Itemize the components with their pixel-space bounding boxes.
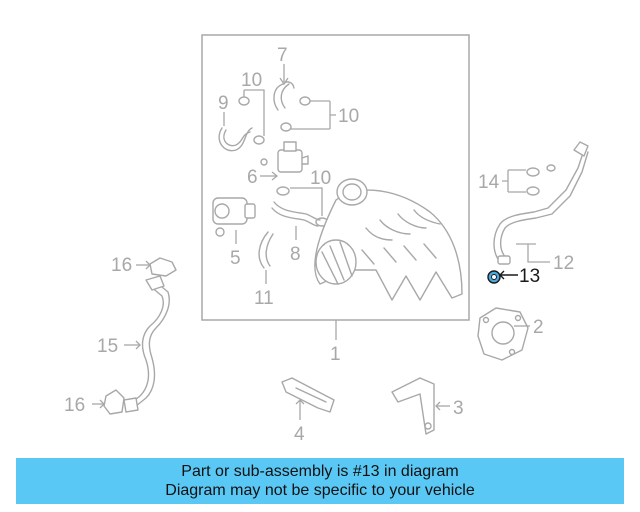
- part-10-clamps[interactable]: [238, 96, 311, 145]
- part-4-bracket[interactable]: [281, 377, 335, 413]
- callout-11: 11: [254, 288, 274, 309]
- turbocharger-manifold[interactable]: [314, 178, 463, 301]
- part-9-hose[interactable]: [218, 127, 253, 152]
- callout-16-top: 16: [111, 255, 132, 276]
- callout-12: 12: [553, 253, 574, 274]
- part-14-washers[interactable]: [526, 164, 556, 196]
- banner-line-2: Diagram may not be specific to your vehi…: [165, 482, 475, 499]
- callout-2: 2: [533, 317, 544, 338]
- part-11-hose[interactable]: [258, 231, 274, 269]
- part-6-valve[interactable]: [260, 141, 309, 173]
- part-3-bracket[interactable]: [391, 377, 435, 435]
- callout-3: 3: [453, 398, 464, 419]
- banner-line-1: Part or sub-assembly is #13 in diagram: [181, 463, 459, 480]
- callout-1: 1: [330, 344, 341, 365]
- callout-9: 9: [218, 93, 229, 114]
- part-16-gasket-bottom[interactable]: [103, 389, 125, 415]
- part-15-pipe[interactable]: [123, 275, 170, 413]
- part-16-gasket-top[interactable]: [149, 257, 177, 277]
- callout-8: 8: [290, 244, 301, 265]
- parts-diagram: 1 2 3 4 5 6 7 8 9 10 10 10 11 12 13 14 1…: [64, 34, 589, 445]
- callout-10-top: 10: [241, 70, 262, 91]
- callout-5: 5: [230, 248, 241, 269]
- part-5-actuator[interactable]: [212, 197, 256, 237]
- callout-13: 13: [519, 266, 540, 287]
- callout-10-right: 10: [338, 106, 359, 127]
- part-8-hose[interactable]: [271, 201, 321, 227]
- callout-7: 7: [277, 45, 288, 66]
- callout-6: 6: [247, 167, 258, 188]
- callout-10-mid: 10: [310, 168, 331, 189]
- part-7-hose[interactable]: [273, 81, 295, 111]
- part-2-gasket[interactable]: [477, 307, 529, 361]
- callout-4: 4: [294, 424, 305, 445]
- callout-14: 14: [478, 172, 500, 193]
- info-banner: Part or sub-assembly is #13 in diagram D…: [16, 458, 624, 504]
- callout-15: 15: [97, 336, 118, 357]
- part-13-seal[interactable]: [487, 270, 501, 284]
- part-12-oil-line[interactable]: [493, 141, 589, 265]
- callout-16-bottom: 16: [64, 395, 85, 416]
